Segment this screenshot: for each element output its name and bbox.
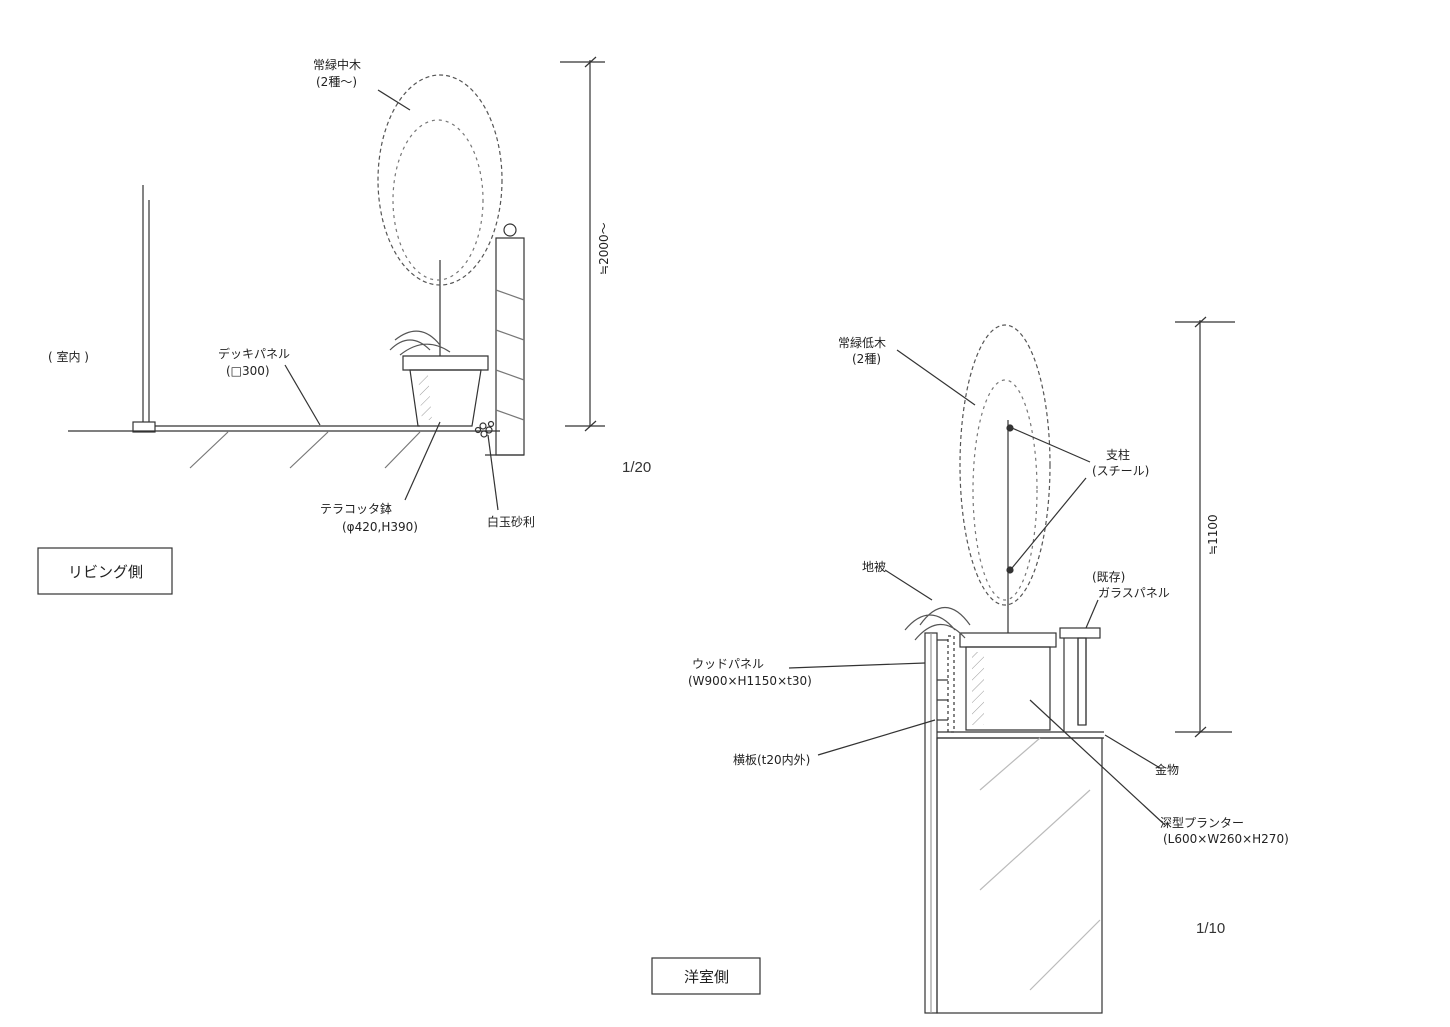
tree-name-label: 常緑中木 <box>313 58 362 72</box>
wood-panel-label: ウッドパネル <box>692 657 765 671</box>
post-detail-label: (スチール) <box>1092 464 1150 478</box>
indoor-label: ( 室内 ) <box>48 350 89 364</box>
wall-footing <box>132 421 156 433</box>
left-section-drawing <box>37 56 605 595</box>
right-scale-label: 1/10 <box>1196 920 1226 937</box>
planter-body <box>965 646 1051 731</box>
right-section-drawing <box>651 316 1235 1014</box>
tree-foliage <box>377 74 503 286</box>
right-dimension-label: ≒1100 <box>1206 514 1220 555</box>
left-dimension-label: ≒2000～ <box>597 222 611 275</box>
pot-name-label: テラコッタ鉢 <box>320 502 393 516</box>
right-title-frame <box>651 957 761 995</box>
glass-panel-label: ガラスパネル <box>1098 586 1170 600</box>
pot-rim <box>402 355 489 371</box>
shrub-detail-label: (2種) <box>852 352 881 366</box>
right-section-title: 洋室側 <box>683 968 729 986</box>
glass-panel <box>1077 637 1087 726</box>
planter-rim <box>959 632 1057 648</box>
planter-name-label: 深型プランター <box>1160 816 1245 830</box>
cross-board-label: 横板(t20内外) <box>733 753 811 767</box>
shrub-name-label: 常緑低木 <box>838 336 887 350</box>
parapet-wall <box>495 237 525 456</box>
shrub-foliage <box>959 324 1051 606</box>
hardware-label: 金物 <box>1155 763 1180 777</box>
glass-panel-cap <box>1059 627 1101 639</box>
glass-existing-label: (既存) <box>1092 570 1126 584</box>
wood-panel-detail-label: (W900×H1150×t30) <box>688 674 812 688</box>
deck-detail-label: (□300) <box>226 364 270 378</box>
parapet-cap <box>503 223 517 237</box>
left-scale-label: 1/20 <box>622 459 652 476</box>
gravel-stones <box>474 420 495 438</box>
lower-cabinet <box>936 737 1103 1014</box>
left-section-title: リビング側 <box>67 563 143 581</box>
gravel-label: 白玉砂利 <box>487 515 536 529</box>
ground-cover-label: 地被 <box>862 560 887 574</box>
planter-detail-label: (L600×W260×H270) <box>1163 832 1289 846</box>
pot-body <box>409 369 482 427</box>
post-name-label: 支柱 <box>1106 448 1131 462</box>
left-title-frame <box>37 547 173 595</box>
pot-detail-label: (φ420,H390) <box>342 520 418 534</box>
deck-name-label: デッキパネル <box>218 347 291 361</box>
tree-detail-label: (2種～) <box>316 75 357 89</box>
